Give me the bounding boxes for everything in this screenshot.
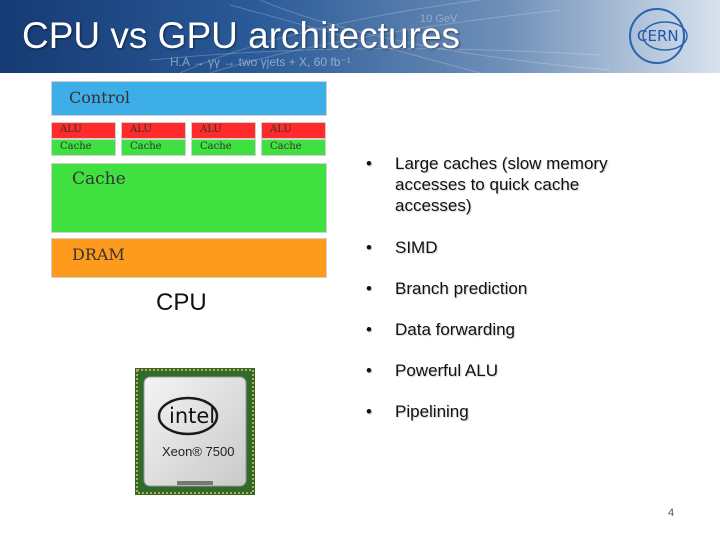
list-item: • Large caches (slow memory accesses to … xyxy=(366,153,655,216)
l1-cache-block: Cache xyxy=(261,139,326,156)
list-item-text: Data forwarding xyxy=(395,320,516,339)
intel-xeon-chip-image: intel Xeon® 7500 xyxy=(135,368,255,495)
title-banner: 10 GeV H.A → γγ → two γjets + X, 60 fb⁻¹… xyxy=(0,0,720,73)
alu-block: ALU xyxy=(191,122,256,139)
bullet-marker: • xyxy=(366,154,372,173)
physics-annotation-top: 10 GeV xyxy=(420,13,458,25)
physics-annotation-bottom: H.A → γγ → two γjets + X, 60 fb⁻¹ xyxy=(170,55,351,69)
l1-cache-block: Cache xyxy=(121,139,186,156)
list-item-text: SIMD xyxy=(395,238,438,257)
list-item-text: Branch prediction xyxy=(395,279,528,298)
list-item-text: Powerful ALU xyxy=(395,361,498,380)
list-item: • SIMD xyxy=(366,237,438,258)
cern-logo-icon: CERN xyxy=(629,8,688,64)
l1-cache-block: Cache xyxy=(51,139,116,156)
bullet-marker: • xyxy=(366,279,372,298)
bullet-marker: • xyxy=(366,402,372,421)
particle-tracks-background: 10 GeV H.A → γγ → two γjets + X, 60 fb⁻¹ xyxy=(149,0,611,73)
list-item: • Data forwarding xyxy=(366,319,515,340)
l1-cache-block: Cache xyxy=(191,139,256,156)
list-item: • Powerful ALU xyxy=(366,360,498,381)
dram-block: DRAM xyxy=(51,238,327,278)
page-number: 4 xyxy=(668,507,675,519)
alu-block: ALU xyxy=(121,122,186,139)
bullet-marker: • xyxy=(366,238,372,257)
bullet-marker: • xyxy=(366,320,372,339)
list-item-text: Large caches (slow memory accesses to qu… xyxy=(395,154,608,215)
list-item: • Branch prediction xyxy=(366,278,527,299)
list-item: • Pipelining xyxy=(366,401,469,422)
bullet-marker: • xyxy=(366,361,372,380)
cpu-label: CPU xyxy=(156,289,207,316)
chip-model-text: Xeon® 7500 xyxy=(162,444,234,459)
alu-block: ALU xyxy=(51,122,116,139)
slide-title: CPU vs GPU architectures xyxy=(22,15,460,56)
alu-block: ALU xyxy=(261,122,326,139)
cpu-architecture-diagram: Control ALU ALU ALU ALU Cache Cache Cach… xyxy=(50,81,330,281)
shared-cache-block: Cache xyxy=(51,163,327,233)
list-item-text: Pipelining xyxy=(395,402,469,421)
cern-logo-text: CERN xyxy=(637,27,679,45)
control-block: Control xyxy=(51,81,327,116)
intel-logo-text: intel xyxy=(169,404,215,428)
